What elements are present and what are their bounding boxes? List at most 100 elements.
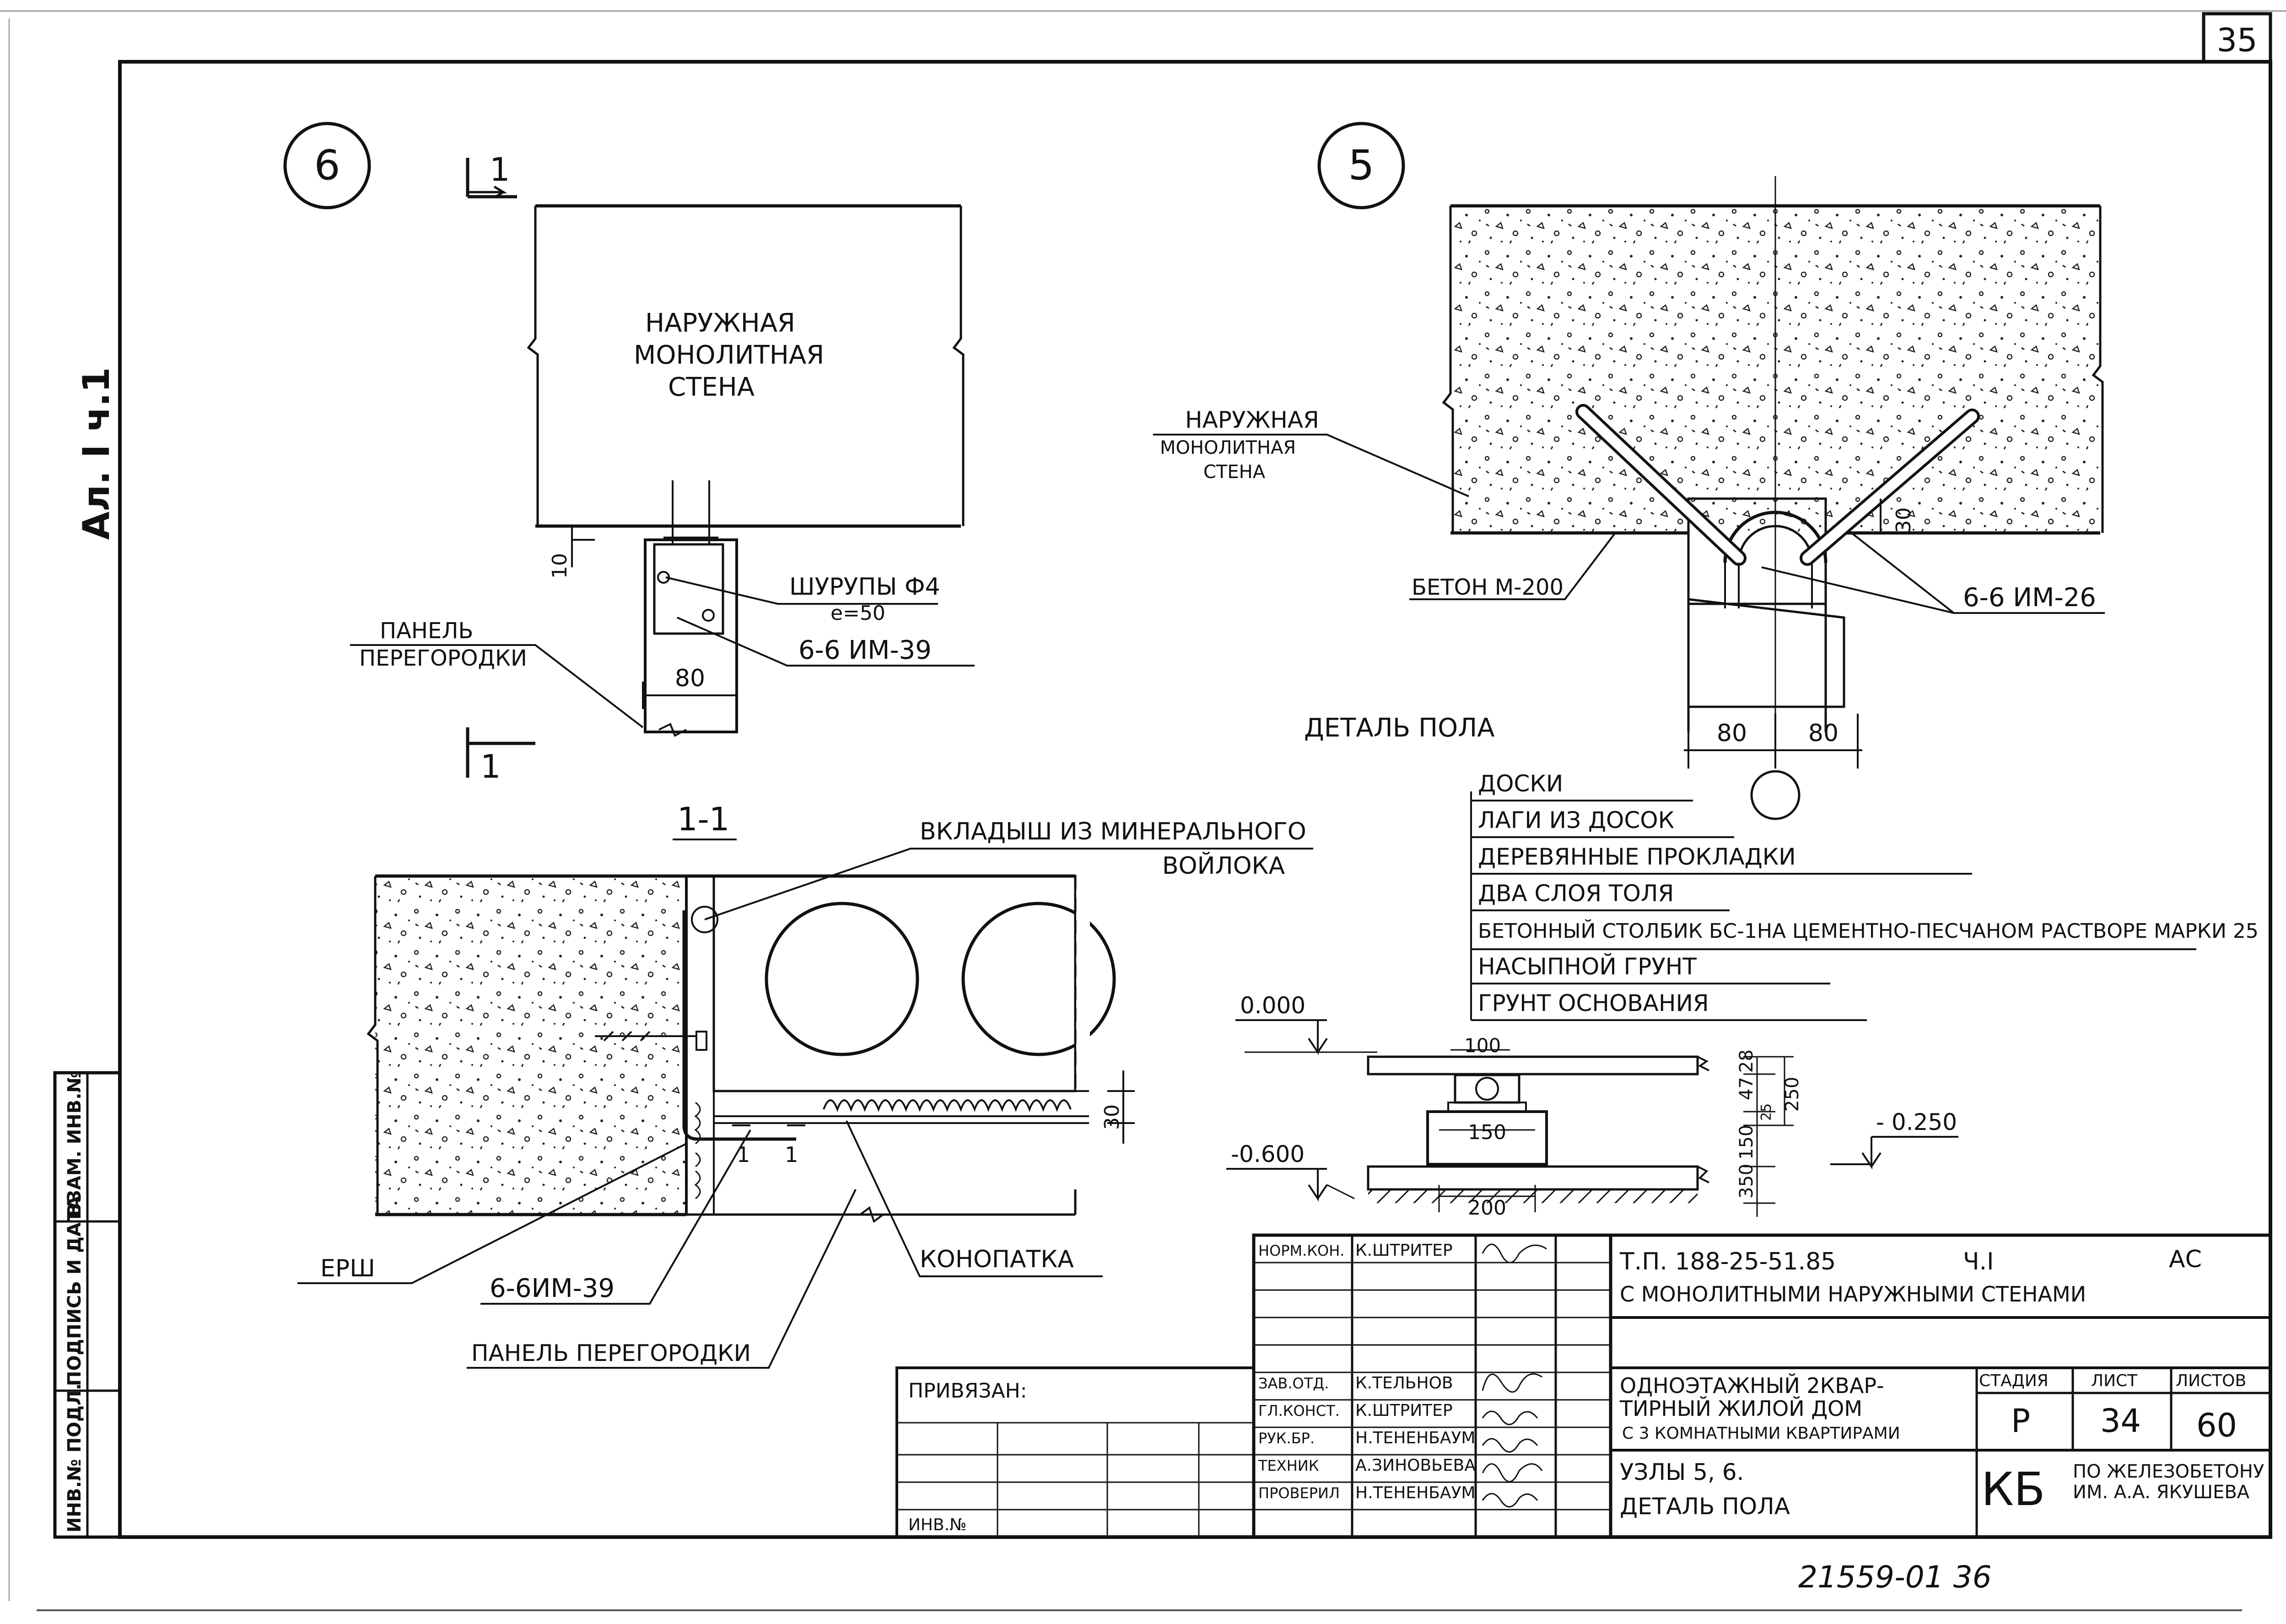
level-250: - 0.250 [1876, 1109, 1957, 1135]
layer-6: НАСЫПНОЙ ГРУНТ [1478, 953, 1697, 980]
album-marker: Ал. I ч.1 [75, 367, 118, 540]
tb-stage-header: СТАДИЯ [1979, 1371, 2049, 1390]
node-5-number: 5 [1348, 141, 1374, 189]
node-6-dim-80: 80 [675, 665, 705, 692]
tb-sheets: 60 [2196, 1407, 2237, 1444]
ground-slab [1367, 1165, 1699, 1191]
tb-sheet-title-2: ДЕТАЛЬ ПОЛА [1620, 1493, 1790, 1520]
node-6-element: 6-6 ИМ-39 [798, 635, 932, 665]
section-1-1-title: 1-1 [677, 801, 729, 838]
node-5-dim-80a: 80 [1717, 720, 1747, 747]
node-6-number: 6 [314, 141, 340, 189]
section-mark-a: 1 [737, 1142, 750, 1167]
floor-boards [1367, 1055, 1699, 1075]
node-5-wall-line-3: СТЕНА [1203, 462, 1266, 483]
tb-subtitle: С МОНОЛИТНЫМИ НАРУЖНЫМИ СТЕНАМИ [1620, 1282, 2086, 1307]
node-6-screws-1: ШУРУПЫ Ф4 [789, 573, 940, 601]
dim-350: 350 [1736, 1164, 1757, 1199]
signatures [1482, 1243, 1547, 1508]
staff-role-0: НОРМ.КОН. [1258, 1242, 1344, 1259]
title-block: НОРМ.КОН. К.ШТРИТЕР ЗАВ.ОТД. К.ТЕЛЬНОВ Г… [895, 1233, 2272, 1539]
dim-250: 250 [1782, 1077, 1803, 1112]
section-1-1: 1-1 1 1 30 ВКЛАДЫШ ИЗ МИНЕРАЛЬНОГО [297, 801, 1313, 1369]
floor-detail-title: ДЕТАЛЬ ПОЛА [1304, 713, 1495, 743]
node-6-screws-2: e=50 [830, 602, 885, 625]
node-6-wall-line-3: СТЕНА [668, 372, 755, 402]
layer-4: ДВА СЛОЯ ТОЛЯ [1478, 880, 1674, 907]
section-ersh: ЕРШ [320, 1255, 375, 1282]
tb-object-3: С 3 КОМНАТНЫМИ КВАРТИРАМИ [1622, 1424, 1900, 1443]
node-6-panel-line-1: ПАНЕЛЬ [380, 618, 473, 644]
page-number: 35 [2216, 22, 2257, 59]
section-wall [375, 876, 686, 1215]
node-5-concrete: БЕТОН М-200 [1412, 575, 1564, 600]
tb-code: Т.П. 188-25-51.85 [1619, 1248, 1836, 1275]
section-dim-30: 30 [1100, 1104, 1124, 1130]
dim-47: 47 [1736, 1077, 1757, 1100]
concrete-post [1426, 1110, 1548, 1166]
layer-5: БЕТОННЫЙ СТОЛБИК БС-1НА ЦЕМЕНТНО-ПЕСЧАНО… [1478, 919, 2259, 943]
staff-name-0: К.ШТРИТЕР [1355, 1241, 1453, 1260]
node-6-wall-line-1: НАРУЖНАЯ [645, 308, 795, 338]
node-5-dim-30: 30 [1892, 507, 1915, 533]
staff-name-1: К.ТЕЛЬНОВ [1355, 1374, 1453, 1393]
dim-150: 150 [1468, 1121, 1506, 1144]
tb-sheets-header: ЛИСТОВ [2176, 1371, 2246, 1390]
bottom-code: 21559-01 36 [1798, 1559, 1992, 1595]
staff-role-1: ЗАВ.ОТД. [1258, 1375, 1329, 1392]
node-6-wall-line-2: МОНОЛИТНАЯ [634, 340, 824, 370]
node-5-panel [1687, 598, 1845, 708]
section-element: 6-6ИМ-39 [490, 1274, 615, 1303]
layer-1: ДОСКИ [1478, 770, 1563, 797]
tb-stage: Р [2011, 1402, 2030, 1440]
privyazan-label: ПРИВЯЗАН: [908, 1379, 1027, 1403]
tb-sheet-header: ЛИСТ [2091, 1371, 2138, 1390]
side-column-inv: ИНВ.№ ПОДЛ. [64, 1383, 85, 1533]
node-6-section-mark-bottom: 1 [480, 748, 501, 785]
tb-object-1: ОДНОЭТАЖНЫЙ 2КВАР- [1620, 1373, 1884, 1398]
dim-25: 25 [1758, 1103, 1774, 1121]
dim-28: 28 [1736, 1049, 1757, 1073]
dim-200: 200 [1468, 1196, 1506, 1220]
tb-part: Ч.I [1963, 1248, 1994, 1275]
inv-label: ИНВ.№ [908, 1516, 967, 1534]
section-insert-line-2: ВОЙЛОКА [1162, 852, 1285, 880]
dim-100: 100 [1464, 1034, 1501, 1057]
side-stamp: ИНВ.№ ПОДЛ. ПОДПИСЬ И ДАТА ВЗАМ. ИНВ.№ [53, 1070, 122, 1539]
staff-role-3: РУК.БР. [1258, 1430, 1315, 1447]
side-column-signature: ПОДПИСЬ И ДАТА [64, 1196, 85, 1386]
node-5-element: 6-6 ИМ-26 [1963, 583, 2096, 613]
tb-ac: АС [2169, 1246, 2202, 1273]
node-6-panel-line-2: ПЕРЕГОРОДКИ [359, 645, 527, 671]
layer-list: ДОСКИ ЛАГИ ИЗ ДОСОК ДЕРЕВЯННЫЕ ПРОКЛАДКИ… [1471, 770, 2259, 1021]
layer-2: ЛАГИ ИЗ ДОСОК [1478, 807, 1674, 834]
node-6: 6 1 1 НАРУЖНАЯ МОНОЛИТНАЯ СТЕНА 10 80 ШУ… [283, 122, 975, 785]
section-mark-b: 1 [785, 1142, 798, 1167]
tb-org-line-2: ИМ. А.А. ЯКУШЕВА [2073, 1482, 2250, 1503]
section-panel-label: ПАНЕЛЬ ПЕРЕГОРОДКИ [471, 1340, 751, 1366]
floor-detail: ДЕТАЛЬ ПОЛА ДОСКИ ЛАГИ ИЗ ДОСОК ДЕРЕВЯНН… [1226, 713, 2259, 1220]
staff-name-5: Н.ТЕНЕНБАУМ [1355, 1484, 1475, 1502]
tb-org-logo: КБ [1981, 1463, 2045, 1516]
node-5-wall-line-1: НАРУЖНАЯ [1185, 407, 1319, 433]
staff-role-2: ГЛ.КОНСТ. [1258, 1402, 1340, 1420]
staff-role-4: ТЕХНИК [1258, 1457, 1319, 1474]
tb-sheet-title-1: УЗЛЫ 5, 6. [1620, 1459, 1744, 1485]
tb-object-2: ТИРНЫЙ ЖИЛОЙ ДОМ [1619, 1396, 1862, 1421]
staff-name-2: К.ШТРИТЕР [1355, 1401, 1453, 1420]
section-insert-line-1: ВКЛАДЫШ ИЗ МИНЕРАЛЬНОГО [920, 818, 1306, 845]
dim-150v: 150 [1736, 1125, 1757, 1160]
node-5: 5 80 80 30 НАРУЖНАЯ МОНОЛИТНАЯ СТЕНА Б [1153, 122, 2105, 820]
side-column-replace: ВЗАМ. ИНВ.№ [64, 1070, 85, 1217]
level-0: 0.000 [1240, 992, 1305, 1019]
staff-name-4: А.ЗИНОВЬЕВА [1355, 1456, 1476, 1475]
section-caulk: КОНОПАТКА [920, 1246, 1074, 1273]
layer-7: ГРУНТ ОСНОВАНИЯ [1478, 990, 1709, 1016]
layer-3: ДЕРЕВЯННЫЕ ПРОКЛАДКИ [1478, 844, 1796, 870]
staff-role-5: ПРОВЕРИЛ [1258, 1484, 1340, 1502]
node-6-panel [644, 538, 738, 733]
node-6-plate [653, 543, 724, 635]
node-6-section-mark-top: 1 [490, 151, 510, 188]
node-5-dim-80b: 80 [1808, 720, 1839, 747]
